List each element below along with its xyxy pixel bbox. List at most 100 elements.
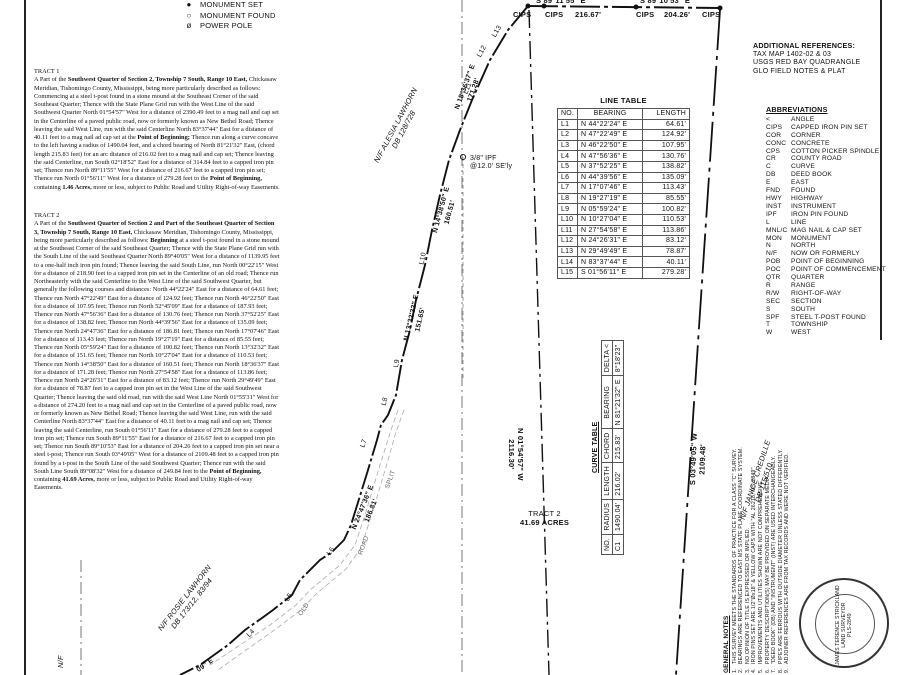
power-pole-icon: ø: [186, 21, 192, 30]
legend-item: ø POWER POLE: [178, 21, 276, 32]
legend-label: POWER POLE: [200, 21, 253, 30]
additional-references: ADDITIONAL REFERENCES: TAX MAP 1402-02 &…: [753, 41, 861, 76]
sheet-border-left: [24, 0, 26, 675]
reference-line: USGS RED BAY QUADRANGLE: [753, 59, 861, 67]
sheet-border-right: [880, 0, 882, 340]
curve-table-title: CURVE TABLE: [592, 421, 599, 473]
references-title: ADDITIONAL REFERENCES:: [753, 41, 856, 50]
monument-set-icon: [717, 5, 723, 11]
note-item: 7."DEED BOOK" (DB) AND "INSTRUMENT" (INS…: [771, 455, 778, 673]
cips-label: CIPS: [636, 10, 655, 19]
top-bearing-2: S 89°10'53" E: [640, 0, 691, 5]
legend: ● MONUMENT SET ○ MONUMENT FOUND ø POWER POL…: [178, 0, 276, 32]
east-line-label: S 03°49'05" W 2109.48': [688, 432, 708, 486]
surveyor-seal: JAMES TERENCE STRICKLAND LAND SURVEYOR P…: [799, 578, 889, 668]
tract-2-heading: TRACT 2: [34, 212, 60, 219]
legend-item: ○ MONUMENT FOUND: [178, 11, 276, 22]
note-item: 2.BEARINGS ARE REFERENCED TO EAST MS STA…: [738, 446, 745, 673]
note-item: 6.PROPERTY DESCRIPTION(S) MAY BE PROVIDE…: [764, 474, 771, 673]
tract-1-heading: TRACT 1: [34, 68, 60, 75]
reference-line: GLO FIELD NOTES & PLAT: [753, 67, 846, 75]
segment-tag-l9: L9: [392, 358, 402, 369]
legend-item: ● MONUMENT SET: [178, 0, 276, 11]
tract-2-description: TRACT 2 A Part of the Southwest Quarter …: [34, 212, 280, 493]
monument-found-icon: [459, 153, 467, 161]
note-item: 9.ADJOINER REFERENCES ARE FROM TAX RECOR…: [784, 453, 791, 673]
tract-2-text: A Part of the Southwest Quarter of Secti…: [34, 220, 280, 492]
note-item: 8.PIPES ARE FERROUS WITH OUTSIDE DIAMETE…: [777, 448, 784, 673]
monument-set-icon: ●: [186, 0, 192, 9]
tract-1-text: A Part of the Southwest Quarter of Secti…: [34, 76, 280, 191]
note-item: 4.IRON PINS SET ARE 1/2"Øx18" & YELLOW C…: [751, 465, 758, 673]
cips-label: CIPS: [513, 10, 532, 19]
seal-inner-ring: [815, 594, 875, 654]
top-distance-2: 204.26': [664, 10, 691, 19]
adjoiner-nf-left: N/F: [56, 655, 65, 668]
tract-2-label: TRACT 2 41.69 ACRES: [520, 509, 570, 527]
monument-set-icon: [541, 3, 547, 9]
legend-label: MONUMENT FOUND: [200, 10, 276, 20]
ipf-note: 3/8" IPF @12.0' SE'ly: [470, 155, 513, 170]
west-line-label: N 01°54'57" W 2116.30': [507, 428, 525, 481]
abbreviation-item: <ANGLE: [766, 115, 815, 123]
line-table-title: LINE TABLE: [600, 96, 647, 105]
abbreviations-title: ABBREVIATIONS: [766, 105, 828, 114]
monument-found-icon: ○: [186, 10, 192, 20]
cips-label: CIPS: [702, 10, 721, 19]
note-item: 5.IMPROVEMENTS AND UTILITIES SHOWN ARE N…: [757, 479, 764, 673]
reference-line: TAX MAP 1402-02 & 03: [753, 50, 832, 58]
general-notes-title: GENERAL NOTES: [723, 615, 730, 673]
legend-label: MONUMENT SET: [200, 0, 264, 9]
cips-label: CIPS: [545, 10, 564, 19]
tract-1-description: TRACT 1 A Part of the Southwest Quarter …: [34, 68, 280, 192]
top-bearing-1: S 89°11'55" E: [536, 0, 586, 5]
monument-set-icon: [633, 4, 639, 10]
general-notes: GENERAL NOTES 1.THIS SURVEY MEETS THE ST…: [723, 343, 791, 673]
top-distance-1: 216.67': [575, 10, 602, 19]
